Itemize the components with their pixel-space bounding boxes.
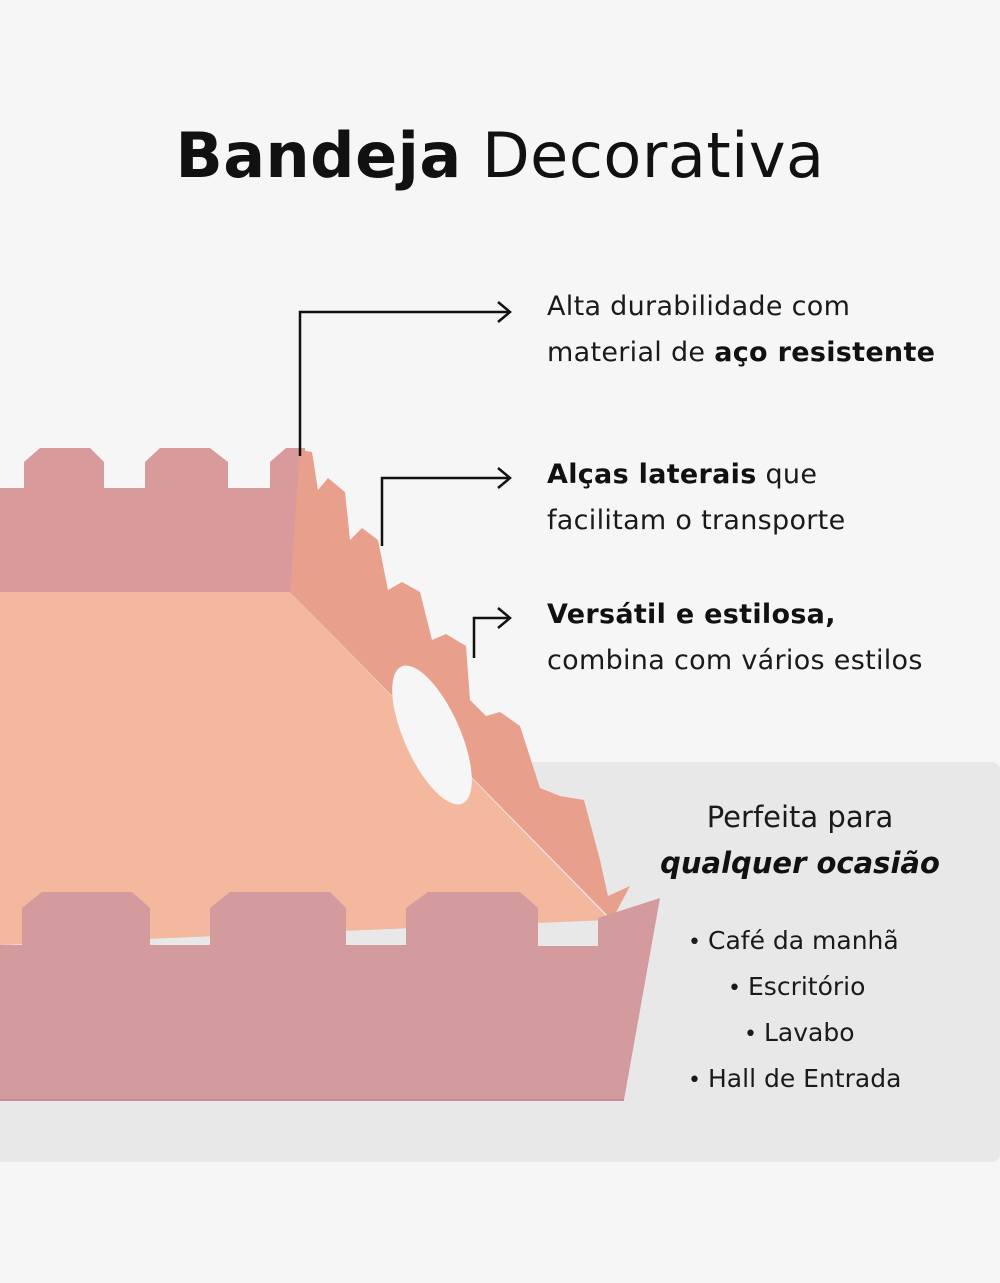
feature-3-line2: combina com vários estilos	[547, 645, 923, 676]
list-item: • Hall de Entrada	[688, 1056, 901, 1104]
use-label: Hall de Entrada	[708, 1064, 902, 1093]
feature-1-line2-prefix: material de	[547, 337, 715, 368]
bullet-icon: •	[688, 1068, 701, 1093]
arrow-1-icon	[497, 301, 512, 323]
tray-floor	[0, 592, 610, 945]
occasion-line2: qualquer ocasião	[660, 846, 940, 880]
feature-1-line1: Alta durabilidade com	[547, 291, 851, 322]
arrow-3-icon	[497, 607, 512, 629]
tray-side-wall	[290, 450, 630, 920]
page-title: Bandeja Decorativa	[0, 118, 1000, 194]
bullet-icon: •	[744, 1022, 757, 1047]
title-bold: Bandeja	[175, 119, 462, 192]
list-item: • Lavabo	[744, 1010, 855, 1058]
use-label: Escritório	[748, 972, 866, 1001]
callout-line-3	[472, 616, 508, 658]
use-label: Lavabo	[764, 1018, 855, 1047]
arrow-2-icon	[497, 467, 512, 489]
handle-hole	[392, 665, 472, 805]
callout-line-1	[298, 310, 508, 456]
list-item: • Escritório	[728, 964, 865, 1012]
feature-2-line1-suffix: que	[756, 459, 818, 490]
feature-durability: Alta durabilidade com material de aço re…	[547, 284, 987, 376]
feature-2-line1-bold: Alças laterais	[547, 459, 757, 490]
tray-back-wall	[0, 448, 310, 596]
use-label: Café da manhã	[708, 926, 899, 955]
occasion-heading: Perfeita para qualquer ocasião	[630, 794, 970, 886]
bullet-icon: •	[728, 976, 741, 1001]
list-item: • Café da manhã	[688, 918, 899, 966]
callout-line-2	[380, 476, 508, 546]
bullet-icon: •	[688, 930, 701, 955]
feature-handles: Alças laterais que facilitam o transport…	[547, 452, 987, 544]
title-light: Decorativa	[481, 119, 825, 192]
feature-2-line2: facilitam o transporte	[547, 505, 846, 536]
feature-3-line1-bold: Versátil e estilosa,	[547, 599, 836, 630]
tray-front-wall	[0, 892, 660, 1100]
occasion-line1: Perfeita para	[706, 800, 894, 834]
feature-1-line2-bold: aço resistente	[714, 337, 936, 368]
feature-versatile: Versátil e estilosa, combina com vários …	[547, 592, 987, 684]
